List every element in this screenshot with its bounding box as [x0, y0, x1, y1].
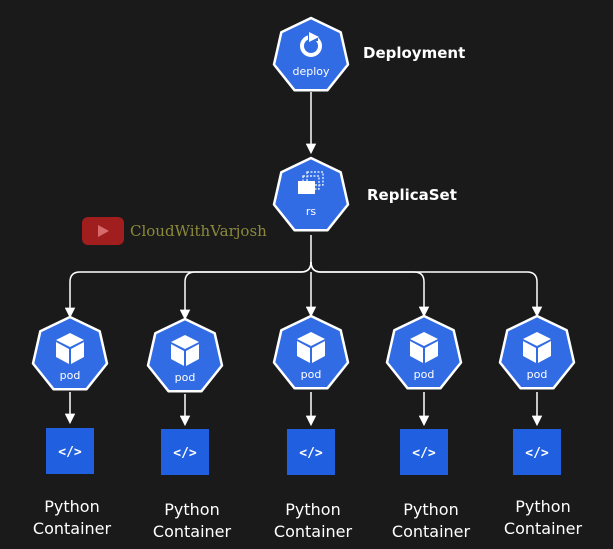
- container-label: Python Container: [12, 496, 132, 540]
- container-label: Python Container: [371, 499, 491, 543]
- pod-node[interactable]: pod: [498, 314, 576, 390]
- container-node[interactable]: </>: [161, 429, 209, 475]
- code-icon: </>: [525, 446, 549, 461]
- replicaset-label: ReplicaSet: [367, 186, 457, 204]
- cube-icon: [410, 332, 438, 363]
- container-label: Python Container: [483, 496, 603, 540]
- code-icon: </>: [173, 446, 197, 461]
- pod-node[interactable]: pod: [31, 315, 109, 391]
- container-label-line2: Container: [152, 522, 232, 541]
- pod-icon-text: pod: [527, 368, 548, 381]
- rs-icon-text: rs: [306, 205, 317, 218]
- edge-rs-to-pod-1: [64, 235, 312, 319]
- code-icon: </>: [412, 446, 436, 461]
- container-label-line2: Container: [32, 519, 112, 538]
- deploy-icon-text: deploy: [292, 65, 330, 78]
- container-label-line1: Python: [515, 497, 571, 516]
- container-label: Python Container: [132, 499, 252, 543]
- container-node[interactable]: </>: [46, 428, 94, 474]
- watermark: CloudWithVarjosh: [82, 217, 267, 245]
- pod-icon-text: pod: [175, 371, 196, 384]
- container-label-line1: Python: [285, 500, 341, 519]
- pod-node[interactable]: pod: [146, 317, 224, 393]
- container-node[interactable]: </>: [513, 429, 561, 475]
- replicaset-node[interactable]: rs: [272, 156, 350, 232]
- edges: [64, 92, 543, 427]
- cube-icon: [297, 332, 325, 363]
- watermark-text: CloudWithVarjosh: [130, 222, 267, 240]
- edge-rs-to-pod-4: [310, 261, 430, 318]
- cube-icon: [523, 332, 551, 363]
- container-label-line2: Container: [273, 522, 353, 541]
- youtube-play-icon: [82, 217, 124, 245]
- deployment-node[interactable]: deploy: [272, 16, 350, 92]
- pod-node[interactable]: pod: [385, 314, 463, 390]
- pod-icon-text: pod: [301, 368, 322, 381]
- pod-icon-text: pod: [414, 368, 435, 381]
- code-icon: </>: [58, 445, 82, 460]
- cube-icon: [171, 335, 199, 366]
- cube-icon: [56, 333, 84, 364]
- code-icon: </>: [299, 446, 323, 461]
- pod-node[interactable]: pod: [272, 314, 350, 390]
- refresh-icon: [300, 32, 322, 57]
- edge-rs-to-pod-2: [179, 261, 312, 321]
- container-label-line2: Container: [503, 519, 583, 538]
- pod-icon-text: pod: [60, 369, 81, 382]
- container-label-line2: Container: [391, 522, 471, 541]
- edge-rs-to-pod-5: [310, 261, 543, 318]
- deployment-label: Deployment: [363, 44, 466, 62]
- container-node[interactable]: </>: [287, 429, 335, 475]
- container-node[interactable]: </>: [400, 429, 448, 475]
- container-label-line1: Python: [403, 500, 459, 519]
- replicas-stack-icon: [298, 171, 324, 194]
- container-label-line1: Python: [164, 500, 220, 519]
- container-label-line1: Python: [44, 497, 100, 516]
- container-label: Python Container: [253, 499, 373, 543]
